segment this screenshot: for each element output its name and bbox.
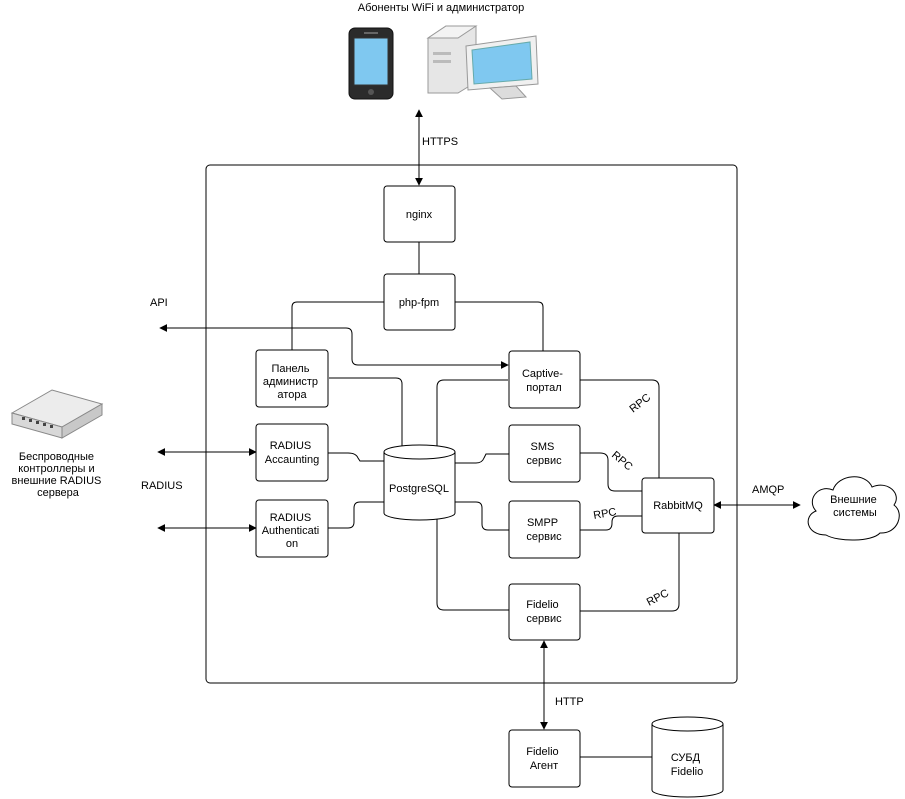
http-label: HTTP xyxy=(555,696,584,708)
svg-text:СУБД Fidelio: СУБД Fidelio xyxy=(671,752,703,778)
rpc-label-captive: RPC xyxy=(627,392,653,416)
system-boundary xyxy=(205,164,738,684)
desktop-computer-icon xyxy=(426,25,539,100)
node-postgresql[interactable]: PostgreSQL xyxy=(383,444,456,521)
cloud-icon xyxy=(807,476,900,541)
svg-text:Внешние системы: Внешние системы xyxy=(830,494,880,519)
node-radius-accounting[interactable]: RADIUS Accaunting xyxy=(255,423,329,482)
svg-text:PostgreSQL: PostgreSQL xyxy=(389,483,449,495)
svg-text:RabbitMQ: RabbitMQ xyxy=(653,500,703,512)
smartphone-icon xyxy=(348,27,394,100)
rpc-label-smpp: RPC xyxy=(592,506,617,522)
svg-text:SMS сервис: SMS сервис xyxy=(526,441,562,467)
svg-text:php-fpm: php-fpm xyxy=(399,297,439,309)
node-smpp-service[interactable]: SMPP сервис xyxy=(508,500,581,559)
rpc-label-fidelio: RPC xyxy=(645,587,671,609)
amqp-label: AMQP xyxy=(752,484,784,496)
node-admin-panel[interactable]: Панель администр атора xyxy=(255,349,329,408)
node-fidelio-service[interactable]: Fidelio сервис xyxy=(508,583,581,641)
left-device-label: Беспроводные контроллеры и внешние RADIU… xyxy=(12,451,105,499)
svg-text:RADIUS Authenticati: RADIUS Authenticati on xyxy=(262,512,323,550)
node-fidelio-agent[interactable]: Fidelio Агент xyxy=(508,729,581,788)
node-sms-service[interactable]: SMS сервис xyxy=(508,424,581,483)
node-captive-portal[interactable]: Captive- портал xyxy=(508,350,581,409)
https-label: HTTPS xyxy=(422,136,458,148)
svg-text:RADIUS Accaunting: RADIUS Accaunting xyxy=(265,440,319,466)
svg-text:Fidelio Агент: Fidelio Агент xyxy=(526,746,561,772)
svg-text:nginx: nginx xyxy=(406,209,433,221)
node-external-systems[interactable]: Внешние системы xyxy=(807,476,900,541)
node-subd-fidelio[interactable]: СУБД Fidelio xyxy=(651,716,724,798)
rpc-label-sms: RPC xyxy=(609,449,635,473)
radius-label: RADIUS xyxy=(141,480,183,492)
svg-text:Панель администр а: Панель администр атора xyxy=(263,363,321,401)
node-rabbitmq[interactable]: RabbitMQ xyxy=(641,477,715,534)
node-radius-authentication[interactable]: RADIUS Authenticati on xyxy=(255,499,329,558)
connectors xyxy=(157,109,801,758)
api-label: API xyxy=(150,297,168,309)
svg-text:SMPP сервис: SMPP сервис xyxy=(526,517,562,543)
node-nginx[interactable]: nginx xyxy=(383,185,456,243)
svg-text:Captive- портал: Captive- портал xyxy=(522,368,566,394)
node-php-fpm[interactable]: php-fpm xyxy=(383,273,456,331)
network-switch-icon xyxy=(10,389,104,439)
svg-text:Fidelio сервис: Fidelio сервис xyxy=(526,599,562,625)
top-label: Абоненты WiFi и администратор xyxy=(358,2,524,14)
